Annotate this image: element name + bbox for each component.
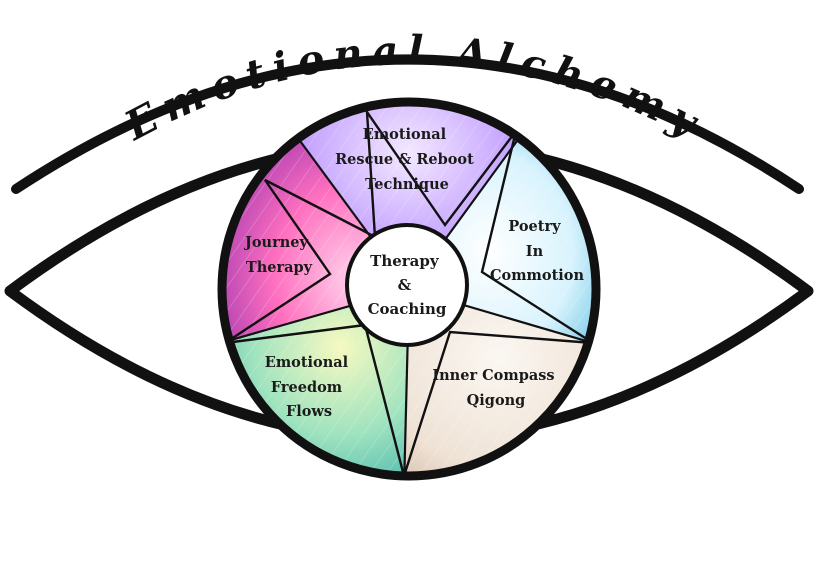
center-label-line-1: Therapy (370, 252, 440, 270)
eye-brow-arc (11, 54, 804, 194)
segment-bottom-right-label-line-2: Qigong (467, 392, 526, 409)
segment-left-label: Journey Therapy (243, 234, 313, 276)
star-outline (224, 107, 594, 475)
segment-top-label-line-2: Rescue & Reboot (335, 151, 474, 168)
segment-bottom-left-label-line-2: Freedom (271, 379, 343, 396)
center-circle (345, 223, 469, 347)
segment-top-label: Emotional Rescue & Reboot Technique (335, 126, 479, 193)
segment-bottom-left-label-line-1: Emotional (265, 354, 349, 371)
iris-ring (217, 97, 601, 481)
segment-bottom-left-label-line-3: Flows (286, 403, 332, 420)
center-label-line-3: Coaching (368, 300, 447, 318)
center-label: Therapy & Coaching (368, 252, 447, 318)
segment-left-label-line-1: Journey (243, 234, 308, 251)
segment-top-label-line-1: Emotional (363, 126, 447, 143)
segment-right-label-line-3: Commotion (490, 267, 584, 284)
center-label-line-2: & (398, 276, 412, 294)
segment-right-label-line-2: In (526, 243, 544, 260)
segment-top-label-line-3: Technique (365, 176, 449, 193)
segment-right-label: Poetry In Commotion (490, 218, 584, 284)
segment-bottom-right-label: Inner Compass Qigong (432, 367, 559, 409)
segment-bottom-right-label-line-1: Inner Compass (432, 367, 554, 384)
segment-bottom-left-label: Emotional Freedom Flows (265, 354, 353, 420)
segment-right-label-line-1: Poetry (508, 218, 561, 235)
segment-left-label-line-2: Therapy (246, 259, 313, 276)
